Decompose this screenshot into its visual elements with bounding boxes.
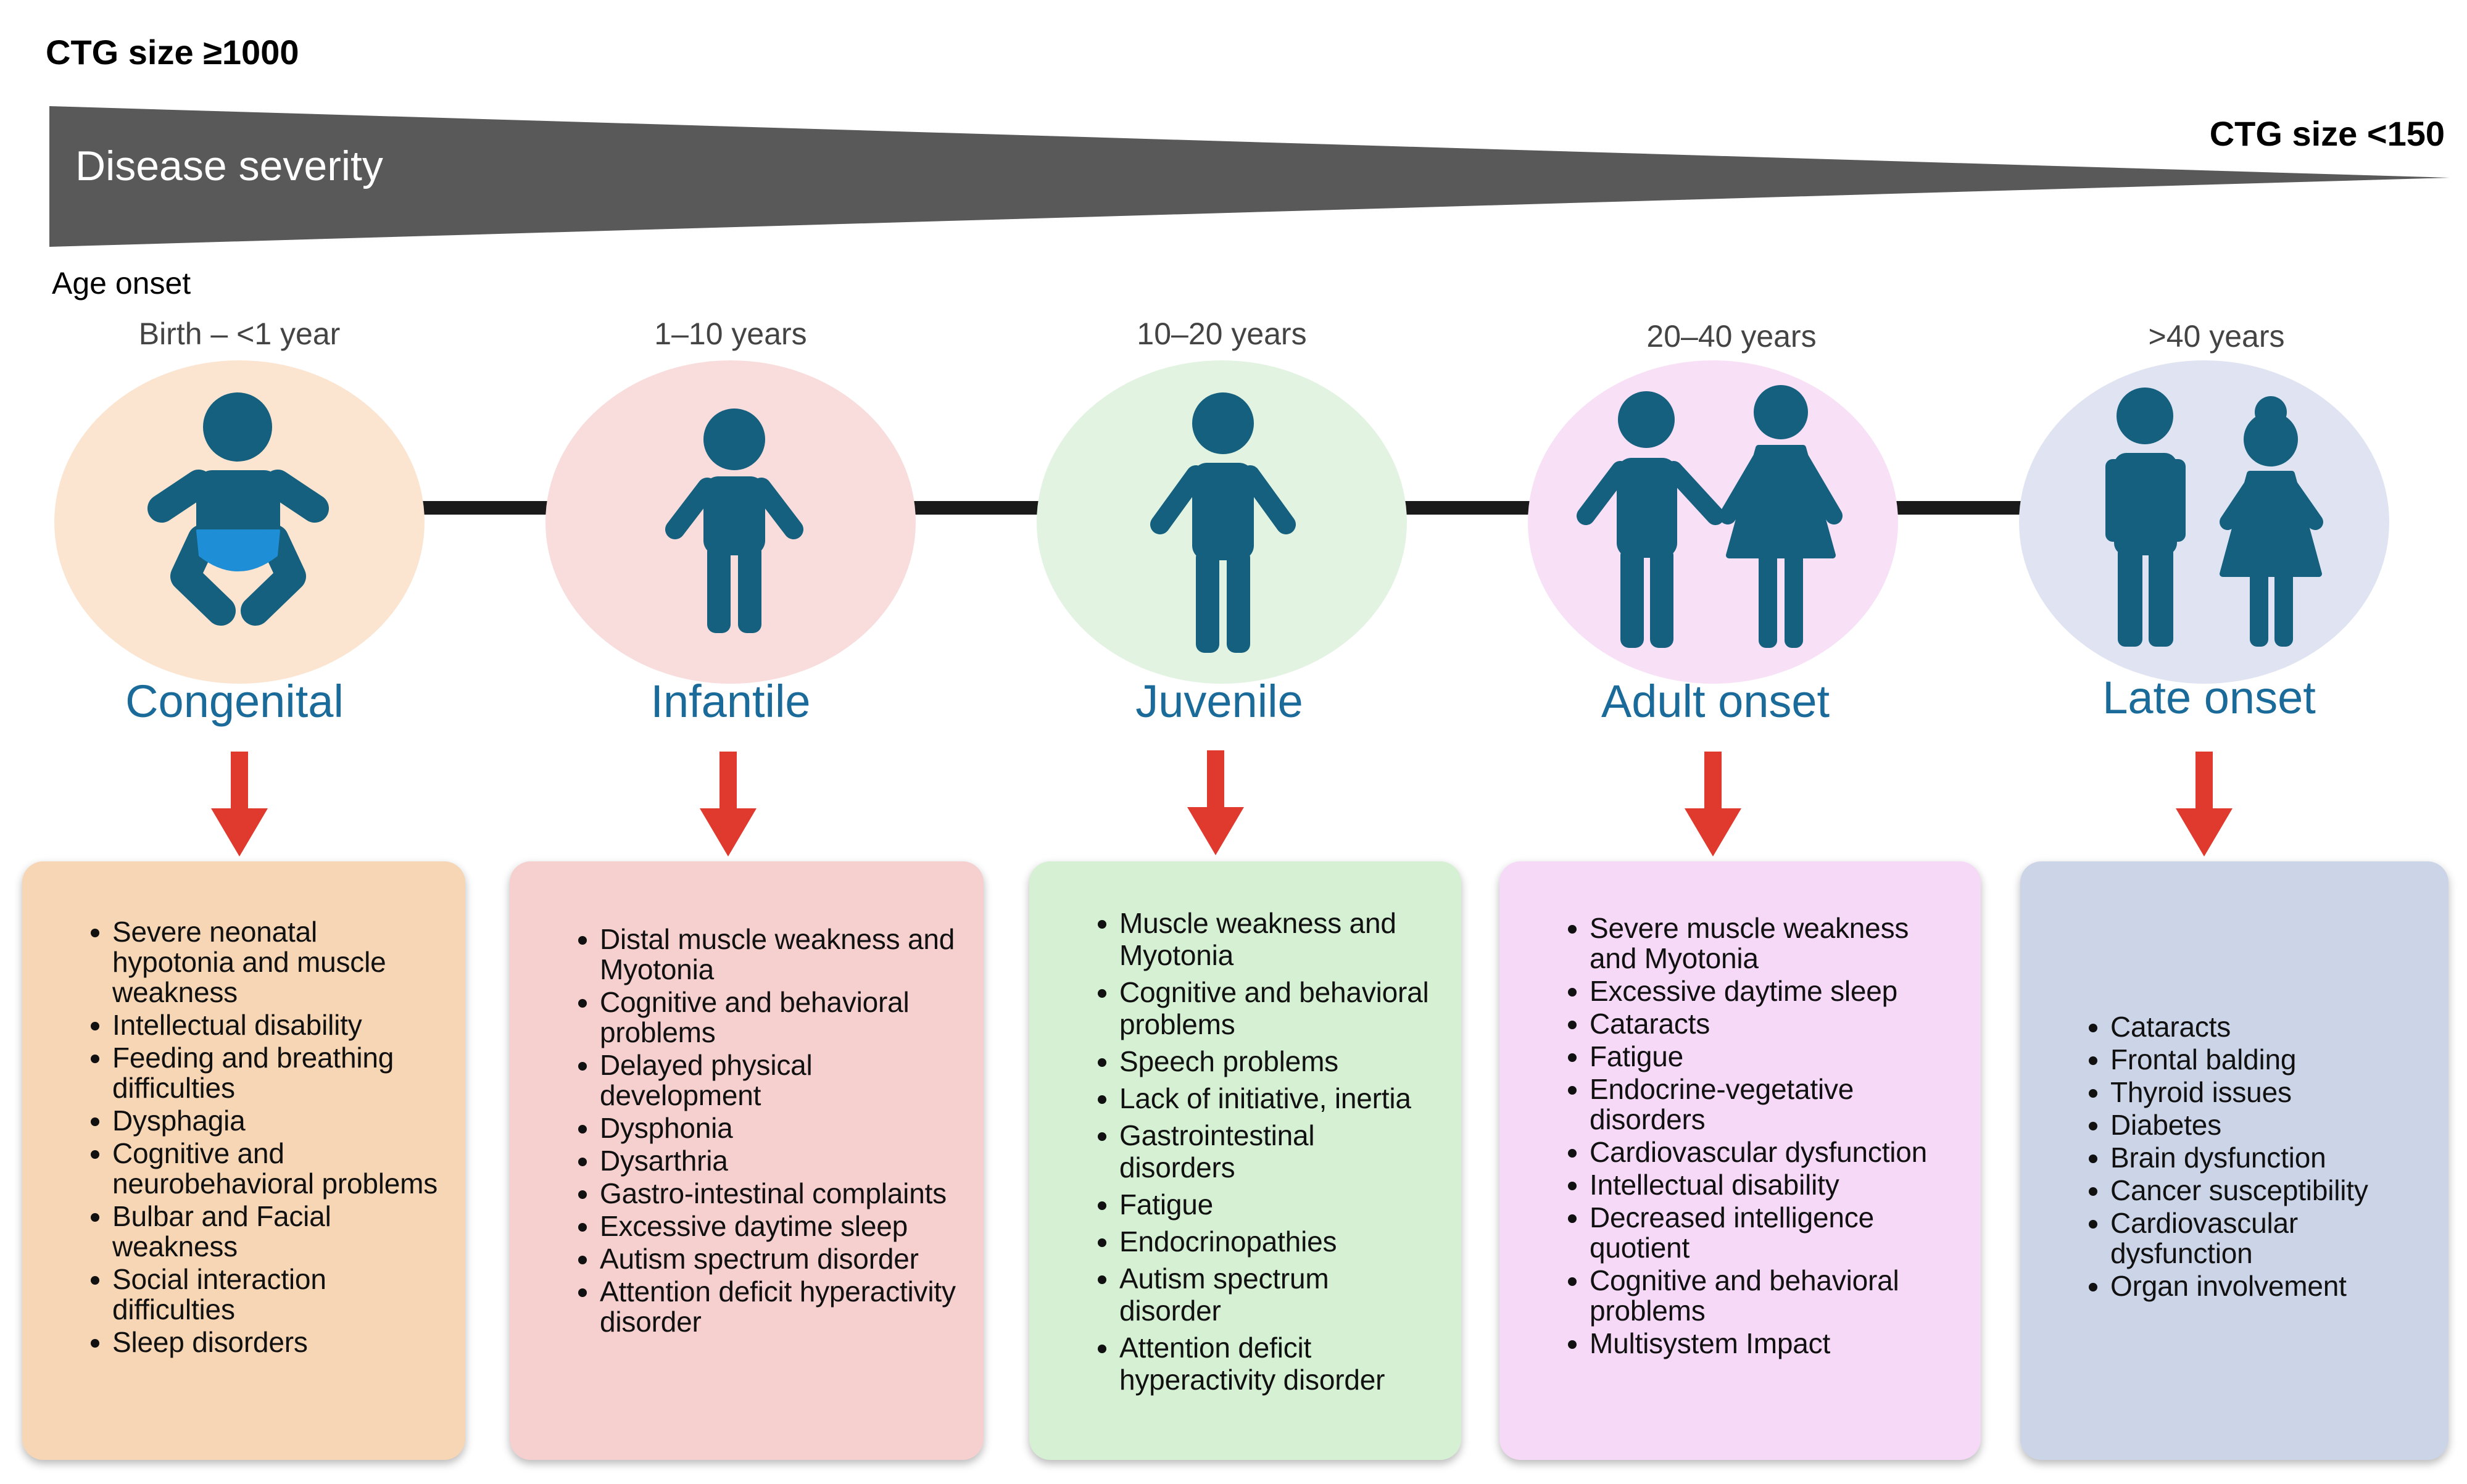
symptom-item: Bulbar and Facial weakness	[112, 1201, 441, 1262]
symptom-list: CataractsFrontal baldingThyroid issuesDi…	[2055, 1012, 2424, 1301]
symptom-item: Muscle weakness and Myotonia	[1119, 907, 1437, 971]
symptom-item: Dysarthria	[600, 1146, 959, 1176]
symptom-item: Fatigue	[1119, 1188, 1437, 1221]
symptom-item: Endocrine-vegetative disorders	[1590, 1074, 1956, 1135]
stage-name-infantile: Infantile	[650, 676, 811, 727]
symptom-item: Cognitive and behavioral problems	[1590, 1266, 1956, 1326]
symptom-item: Organ involvement	[2110, 1271, 2424, 1301]
symptom-item: Decreased intelligence quotient	[1590, 1203, 1956, 1263]
age-label-infantile: 1–10 years	[654, 317, 807, 351]
symptom-box-juvenile: Muscle weakness and MyotoniaCognitive an…	[1029, 861, 1461, 1460]
arrow-down-icon	[700, 752, 757, 856]
arrow-down-icon	[1685, 752, 1741, 856]
child-icon	[665, 408, 803, 633]
down-arrows	[211, 750, 2233, 856]
severity-label: Disease severity	[75, 143, 383, 189]
connector-3	[1401, 501, 1534, 515]
symptom-item: Distal muscle weakness and Myotonia	[600, 924, 959, 985]
symptom-item: Frontal balding	[2110, 1045, 2424, 1075]
symptom-item: Cardiovascular dysfunction	[1590, 1137, 1956, 1167]
symptom-item: Lack of initiative, inertia	[1119, 1082, 1437, 1114]
symptom-item: Attention deficit hyperactivity disorder	[1119, 1332, 1437, 1396]
stage-circle-late-onset	[2019, 360, 2389, 684]
stage-name-late-onset: Late onset	[2102, 672, 2316, 723]
arrow-down-icon	[1187, 750, 1244, 855]
connector-4	[1892, 501, 2025, 515]
age-label-congenital: Birth – <1 year	[138, 317, 341, 351]
adult-couple-icon	[1577, 385, 1843, 648]
stage-name-congenital: Congenital	[125, 676, 344, 727]
symptom-item: Intellectual disability	[112, 1010, 441, 1040]
age-label-late-onset: >40 years	[2148, 319, 2285, 354]
ctg-low-label: CTG size <150	[2209, 114, 2445, 153]
symptom-box-adult-onset: Severe muscle weakness and MyotoniaExces…	[1499, 861, 1981, 1460]
stage-name-adult-onset: Adult onset	[1601, 676, 1830, 727]
symptom-item: Fatigue	[1590, 1042, 1956, 1072]
age-onset-title: Age onset	[52, 266, 191, 301]
elderly-couple-icon	[2105, 388, 2323, 647]
symptom-box-congenital: Severe neonatal hypotonia and muscle wea…	[22, 861, 465, 1460]
connector-1	[418, 501, 552, 515]
symptom-item: Cataracts	[1590, 1009, 1956, 1039]
symptom-item: Autism spectrum disorder	[1119, 1262, 1437, 1327]
symptom-item: Dysphonia	[600, 1113, 959, 1143]
stage-name-juvenile: Juvenile	[1135, 676, 1303, 727]
symptom-list: Muscle weakness and MyotoniaCognitive an…	[1064, 907, 1437, 1396]
symptom-item: Thyroid issues	[2110, 1077, 2424, 1108]
baby-icon	[147, 392, 329, 626]
symptom-item: Attention deficit hyperactivity disorder	[600, 1277, 959, 1337]
symptom-list: Severe neonatal hypotonia and muscle wea…	[57, 917, 441, 1358]
symptom-item: Feeding and breathing difficulties	[112, 1043, 441, 1103]
teen-icon	[1150, 392, 1296, 653]
ctg-high-label: CTG size ≥1000	[46, 33, 299, 72]
arrow-down-icon	[2176, 752, 2233, 856]
symptom-item: Cognitive and behavioral problems	[1119, 976, 1437, 1040]
diaper-icon	[196, 529, 280, 571]
symptom-item: Cognitive and behavioral problems	[600, 987, 959, 1048]
symptom-item: Multisystem Impact	[1590, 1329, 1956, 1359]
connector-2	[910, 501, 1043, 515]
age-label-juvenile: 10–20 years	[1137, 317, 1307, 351]
symptom-list: Severe muscle weakness and MyotoniaExces…	[1534, 913, 1956, 1359]
symptom-box-infantile: Distal muscle weakness and MyotoniaCogni…	[510, 861, 984, 1460]
symptom-item: Gastrointestinal disorders	[1119, 1119, 1437, 1183]
symptom-list: Distal muscle weakness and MyotoniaCogni…	[544, 924, 959, 1337]
symptom-item: Excessive daytime sleep	[600, 1211, 959, 1242]
symptom-item: Delayed physical development	[600, 1050, 959, 1111]
stages-graphic	[54, 360, 2389, 856]
symptom-item: Cancer susceptibility	[2110, 1175, 2424, 1206]
symptom-item: Cognitive and neurobehavioral problems	[112, 1138, 441, 1199]
severity-wedge	[49, 106, 2450, 247]
symptom-item: Social interaction difficulties	[112, 1264, 441, 1325]
symptom-box-late-onset: CataractsFrontal baldingThyroid issuesDi…	[2020, 861, 2448, 1460]
symptom-item: Endocrinopathies	[1119, 1225, 1437, 1258]
symptom-item: Severe neonatal hypotonia and muscle wea…	[112, 917, 441, 1008]
symptom-item: Diabetes	[2110, 1110, 2424, 1140]
symptom-item: Excessive daytime sleep	[1590, 976, 1956, 1006]
symptom-item: Gastro-intestinal complaints	[600, 1179, 959, 1209]
timeline-connectors	[418, 501, 2025, 515]
symptom-item: Cardiovascular dysfunction	[2110, 1208, 2424, 1269]
symptom-item: Speech problems	[1119, 1045, 1437, 1077]
symptom-item: Severe muscle weakness and Myotonia	[1590, 913, 1956, 974]
symptom-item: Autism spectrum disorder	[600, 1244, 959, 1274]
symptom-item: Dysphagia	[112, 1106, 441, 1136]
severity-triangle	[49, 106, 2450, 247]
symptom-item: Brain dysfunction	[2110, 1143, 2424, 1173]
arrow-down-icon	[211, 752, 268, 856]
symptom-item: Cataracts	[2110, 1012, 2424, 1042]
symptom-item: Sleep disorders	[112, 1327, 441, 1358]
age-label-adult-onset: 20–40 years	[1646, 319, 1817, 354]
symptom-item: Intellectual disability	[1590, 1170, 1956, 1200]
